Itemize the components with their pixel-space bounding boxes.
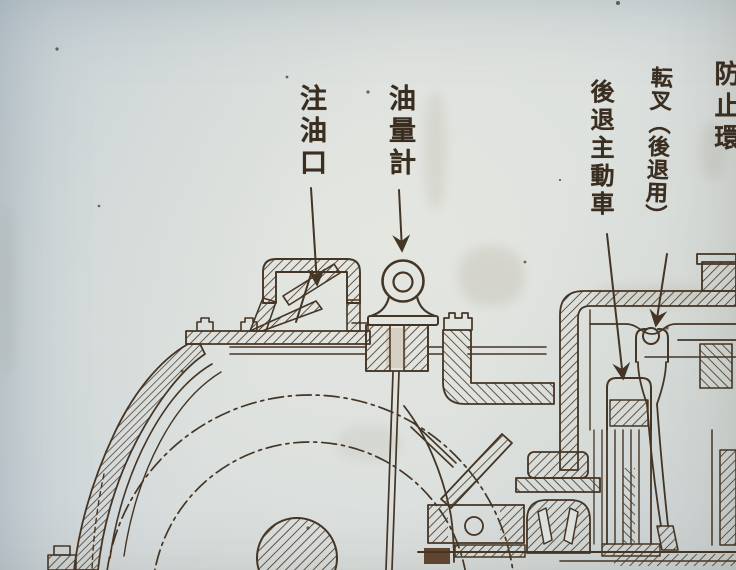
leader-oil-gauge [392, 189, 411, 253]
leader-oil-filler [307, 187, 326, 287]
dust-specks [55, 1, 669, 530]
base-shaft-lines [417, 429, 736, 566]
label-clipped-right-edge: 防止環 [710, 60, 736, 156]
leader-lines [307, 187, 668, 381]
gear-case-cover [559, 253, 736, 471]
oil-gauge-assembly [365, 259, 555, 405]
bell-housing [47, 343, 514, 570]
label-oil-filler-port: 注油口 [295, 84, 326, 180]
countershaft-gear-cluster [515, 451, 601, 554]
bleed-through-stain [700, 122, 726, 180]
label-shift-fork-reverse: 転叉（後退用） [640, 65, 674, 228]
bleed-through-stain [0, 206, 16, 376]
leader-shift-fork [649, 253, 668, 328]
bleed-through-stain [424, 92, 446, 210]
breather-cap-section [249, 258, 361, 332]
bearing-lever-cluster [410, 422, 526, 564]
label-reverse-drive-gear: 後退主動車 [586, 79, 615, 219]
bleed-through-stain [458, 246, 524, 306]
label-oil-level-gauge: 油量計 [384, 84, 415, 180]
shift-fork-assembly [635, 327, 679, 551]
reverse-gear-section [593, 377, 661, 557]
leader-reverse-gear [606, 233, 631, 381]
dipstick-rod [385, 371, 400, 570]
